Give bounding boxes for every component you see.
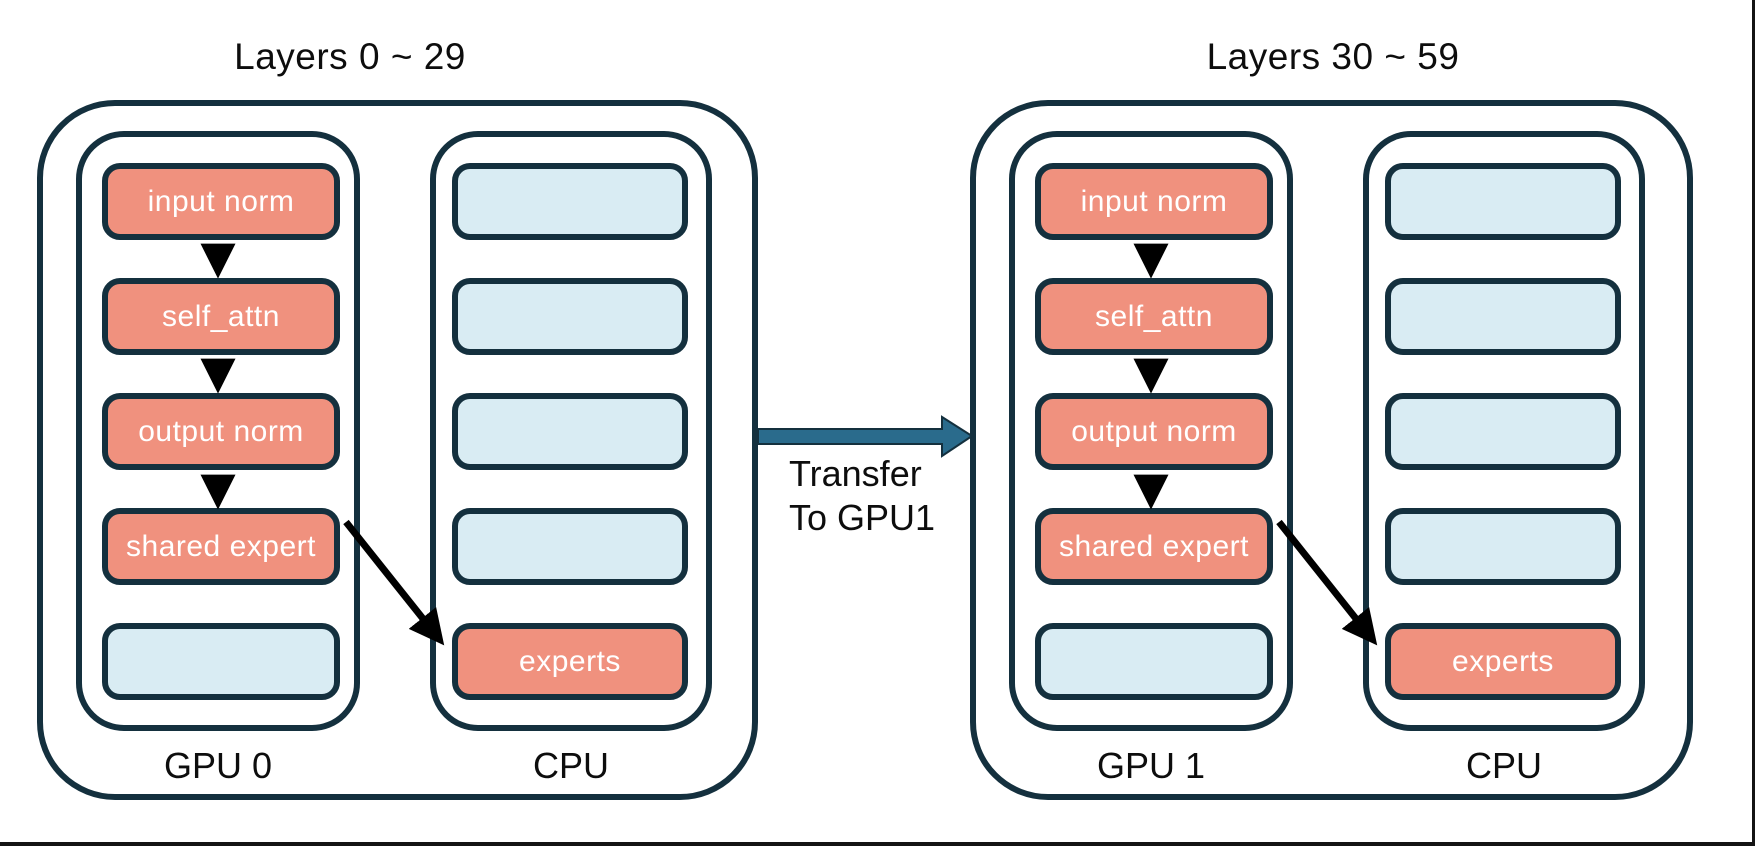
transfer-arrow	[757, 415, 974, 458]
box-label: experts	[1452, 644, 1554, 678]
box-label: output norm	[1071, 414, 1237, 448]
page-border-right	[1752, 0, 1755, 846]
box-label: shared expert	[1059, 529, 1249, 563]
transfer-label: Transfer To GPU1	[789, 452, 935, 540]
box-shared-expert: shared expert	[1035, 508, 1273, 585]
box-input-norm: input norm	[1035, 163, 1273, 240]
gpu1-label: GPU 1	[1096, 745, 1206, 786]
empty-layer-box	[1385, 278, 1621, 355]
page-border-bottom	[0, 842, 1755, 846]
title-layers-30-59: Layers 30 ~ 59	[1206, 36, 1460, 77]
box-label: input norm	[147, 184, 295, 218]
gpu1-container: input norm self_attn output norm shared …	[1009, 131, 1293, 731]
box-shared-expert: shared expert	[102, 508, 340, 585]
empty-layer-box	[452, 278, 688, 355]
gpu0-container: input norm self_attn output norm shared …	[76, 131, 360, 731]
box-output-norm: output norm	[1035, 393, 1273, 470]
box-label: input norm	[1080, 184, 1228, 218]
box-self-attn: self_attn	[102, 278, 340, 355]
empty-layer-box	[1385, 508, 1621, 585]
empty-layer-box	[452, 163, 688, 240]
empty-layer-box	[452, 393, 688, 470]
cpu0-label: CPU	[532, 745, 609, 786]
empty-layer-box	[102, 623, 340, 700]
cpu1-label: CPU	[1465, 745, 1542, 786]
empty-layer-box	[1035, 623, 1273, 700]
box-experts: experts	[452, 623, 688, 700]
transfer-label-line2: To GPU1	[789, 497, 936, 538]
box-label: shared expert	[126, 529, 316, 563]
box-label: self_attn	[162, 299, 280, 333]
empty-layer-box	[1385, 163, 1621, 240]
box-input-norm: input norm	[102, 163, 340, 240]
box-label: output norm	[138, 414, 304, 448]
box-output-norm: output norm	[102, 393, 340, 470]
cpu0-container: experts	[430, 131, 712, 731]
cpu1-container: experts	[1363, 131, 1645, 731]
box-self-attn: self_attn	[1035, 278, 1273, 355]
title-layers-0-29: Layers 0 ~ 29	[234, 36, 466, 77]
empty-layer-box	[1385, 393, 1621, 470]
transfer-label-line1: Transfer	[789, 453, 922, 494]
box-label: experts	[519, 644, 621, 678]
box-label: self_attn	[1095, 299, 1213, 333]
box-experts: experts	[1385, 623, 1621, 700]
gpu0-label: GPU 0	[163, 745, 273, 786]
empty-layer-box	[452, 508, 688, 585]
